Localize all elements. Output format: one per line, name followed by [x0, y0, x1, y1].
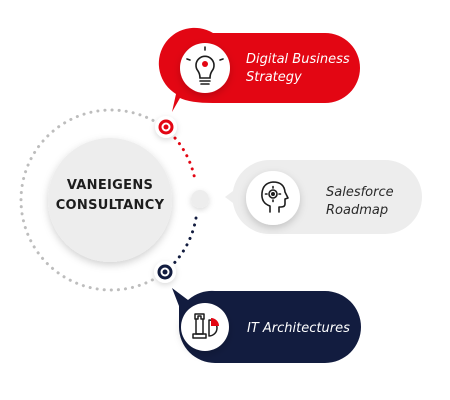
architecture-callout	[172, 288, 361, 363]
center-circle	[48, 138, 172, 262]
company-name-line-1: VANEIGENS	[66, 178, 154, 193]
head-gear-icon	[261, 181, 289, 213]
strategy-label-line-2: Strategy	[246, 70, 302, 85]
outer-dotted-ring	[19, 108, 167, 292]
roadmap-label-line-1: Salesforce	[326, 185, 394, 200]
architecture-label-line-1: IT Architectures	[247, 321, 350, 336]
roadmap-label: Salesforce Roadmap	[326, 184, 394, 220]
company-name-line-2: CONSULTANCY	[55, 198, 165, 213]
strategy-label-line-1: Digital Business	[246, 52, 350, 67]
architecture-connector-node	[154, 261, 176, 283]
architecture-icon-badge	[181, 303, 229, 351]
strategy-label: Digital Business Strategy	[246, 51, 350, 87]
company-name: VANEIGENS CONSULTANCY	[40, 176, 180, 216]
chess-rook-chart-icon	[192, 313, 219, 339]
strategy-callout	[158, 27, 360, 113]
roadmap-callout	[225, 159, 422, 235]
red-dotted-connector	[163, 126, 197, 182]
strategy-connector-node	[155, 116, 177, 138]
roadmap-connector-dot	[191, 190, 209, 208]
lightbulb-icon	[186, 46, 224, 85]
architecture-label: IT Architectures	[247, 320, 350, 338]
roadmap-label-line-2: Roadmap	[326, 203, 389, 218]
